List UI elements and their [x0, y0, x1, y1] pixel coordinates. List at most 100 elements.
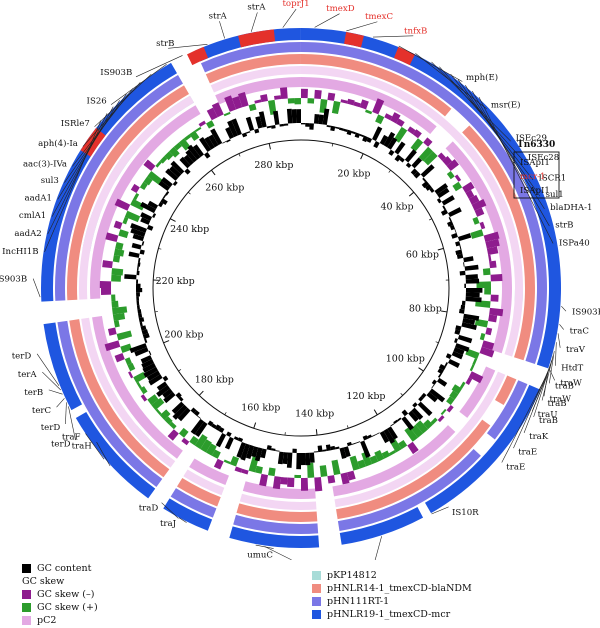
gc-content-bar — [286, 452, 293, 468]
ring-phnlr14-1 — [205, 54, 301, 84]
legend-item: GC content — [22, 562, 98, 575]
gc-content-bar — [136, 270, 140, 276]
ring-phn111rt-1 — [233, 514, 319, 534]
gene-leader-line — [541, 355, 554, 401]
gc-skew-plus-bar — [472, 216, 480, 225]
gc-content-bar — [434, 183, 449, 195]
gc-content-bar — [445, 353, 452, 360]
gc-content-bar — [184, 168, 191, 175]
gc-content-bar — [309, 123, 314, 130]
gene-label: strA — [247, 3, 266, 13]
gc-content-bar — [148, 374, 163, 386]
gc-skew-plus-bar — [469, 364, 475, 372]
gc-content-bar — [330, 125, 336, 132]
gene-leader-line — [501, 372, 549, 463]
scale-tick-label: 40 kbp — [381, 201, 414, 212]
gc-content-bar — [204, 136, 215, 150]
scale-tick — [408, 191, 415, 197]
gene-leader-line — [464, 85, 545, 210]
gc-skew-plus-bar — [287, 98, 295, 104]
gc-skew-plus-bar — [459, 381, 466, 389]
gene-leader-line — [85, 433, 105, 460]
gc-skew-minus-bar — [167, 429, 179, 441]
scale-minor-tick — [187, 191, 191, 195]
gene-label: traE — [506, 462, 525, 472]
gc-skew-plus-bar — [440, 408, 447, 416]
gc-skew-minus-bar — [301, 88, 308, 99]
gc-content-bar — [422, 177, 427, 183]
gc-skew-plus-bar — [155, 408, 162, 416]
legend-label: pC2 — [37, 615, 57, 626]
gc-content-bar — [158, 201, 164, 208]
resistance-gene-label: tnfxB — [404, 26, 427, 36]
gc-content-bar — [171, 401, 185, 414]
gc-content-bar — [233, 436, 239, 441]
swatch — [22, 616, 31, 625]
scale-tick-label: 200 kbp — [164, 330, 203, 341]
gc-content-bar — [260, 448, 267, 459]
scale-tick — [360, 153, 364, 160]
gc-content-bar — [410, 168, 418, 176]
swatch — [312, 571, 321, 580]
gc-content-bar — [169, 165, 182, 178]
gc-content-bar — [387, 137, 398, 150]
gc-content-bar — [266, 445, 272, 451]
gc-skew-minus-bar — [384, 113, 393, 121]
gc-skew-minus-bar — [314, 89, 322, 100]
scale-tick — [198, 390, 204, 396]
gc-content-bar — [360, 440, 371, 458]
ring-phnlr14-1 — [301, 54, 452, 117]
scale-minor-tick — [428, 218, 432, 221]
scale-tick-label: 240 kbp — [170, 224, 209, 235]
gc-content-bar — [322, 108, 330, 126]
gc-skew-plus-bar — [255, 465, 263, 474]
gc-content-bar — [178, 396, 184, 402]
gc-content-bar — [175, 392, 182, 399]
resistance-gene-label: tmexC — [365, 12, 394, 22]
gc-content-bar — [346, 129, 352, 136]
gene-leader-line — [314, 13, 340, 28]
gc-content-bar — [237, 437, 244, 443]
gc-content-bar — [465, 292, 480, 298]
gc-skew-plus-bar — [113, 320, 120, 328]
gc-skew-plus-bar — [178, 138, 191, 151]
gc-content-bar — [245, 116, 255, 132]
ring-pc2 — [189, 458, 229, 485]
gc-skew-minus-bar — [465, 189, 475, 199]
gc-content-bar — [421, 392, 427, 399]
swatch — [22, 564, 31, 573]
ring-phnlr19-1 — [425, 384, 541, 514]
gc-skew-plus-bar — [472, 358, 478, 366]
gc-content-bar — [460, 304, 466, 310]
gc-content-bar — [457, 334, 473, 344]
gc-skew-minus-bar — [481, 340, 495, 351]
gc-content-bar — [130, 223, 147, 233]
legend-label: pKP14812 — [327, 570, 377, 581]
gc-content-bar — [465, 296, 482, 303]
gc-skew-minus-bar — [423, 137, 433, 147]
gene-leader-line — [471, 90, 550, 227]
gc-content-bar — [401, 409, 409, 417]
gc-content-bar — [207, 420, 214, 427]
scale-minor-tick — [400, 393, 404, 396]
gc-content-bar — [136, 304, 140, 310]
gc-skew-plus-bar — [113, 248, 125, 257]
gc-skew-minus-bar — [437, 152, 446, 161]
gc-content-bar — [165, 191, 170, 196]
gc-content-bar — [437, 368, 444, 375]
gene-label: traJ — [160, 519, 177, 529]
gc-content-bar — [136, 300, 140, 306]
gc-content-bar — [236, 442, 246, 458]
gc-content-bar — [426, 391, 438, 403]
gc-content-bar — [270, 448, 276, 451]
gene-leader-line — [557, 333, 561, 348]
gene-label: sul1 — [546, 190, 564, 200]
gc-content-bar — [383, 428, 395, 444]
gc-content-bar — [343, 128, 348, 133]
gc-content-bar — [301, 452, 306, 466]
gc-skew-minus-bar — [143, 159, 156, 172]
gc-content-bar — [373, 140, 380, 149]
gc-skew-minus-bar — [198, 120, 206, 127]
gc-skew-plus-bar — [476, 281, 491, 288]
gc-content-bar — [211, 423, 217, 429]
